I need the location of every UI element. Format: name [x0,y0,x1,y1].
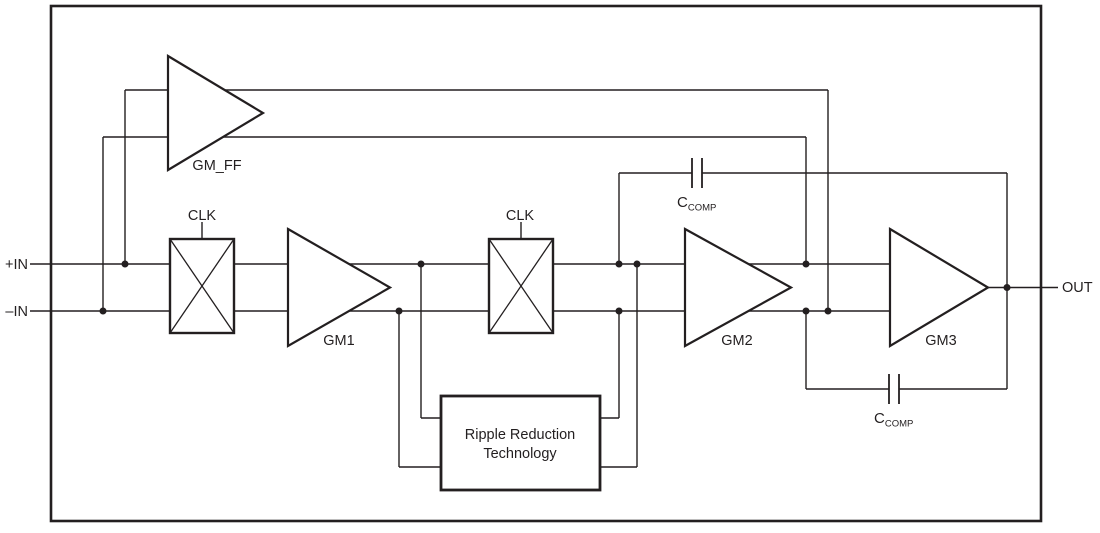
gmff-label: GM_FF [192,158,241,174]
ccomp-top-capacitor [691,158,703,188]
junction-dot [824,307,832,315]
gm2-amplifier [683,227,794,348]
gm3-amplifier [888,227,991,348]
junction-dot [615,260,623,268]
output-chopper [487,237,555,335]
input-neg-label: –IN [5,304,28,320]
junction-dot [633,260,641,268]
ccomp-top-sub: COMP [688,203,717,214]
ccomp-bottom-main: C [874,410,885,427]
clk2-label: CLK [506,208,535,224]
junction-dot [395,307,403,315]
junction-dot [802,260,810,268]
junction-dots [99,260,1011,315]
gm2-label: GM2 [721,333,752,349]
junction-dot [121,260,129,268]
gm1-label: GM1 [323,333,354,349]
ccomp-bottom-sub: COMP [885,419,914,430]
input-chopper [168,237,236,335]
device-boundary [49,4,1043,523]
ripple-box-label-line2: Technology [483,446,557,462]
output-label: OUT [1062,280,1093,296]
ccomp-top-label: CCOMP [677,194,716,214]
capacitors [691,158,900,404]
junction-dot [615,307,623,315]
junction-dot [99,307,107,315]
ripple-reduction-box [439,394,602,492]
ccomp-top-main: C [677,194,688,211]
junction-dot [1003,284,1011,291]
ccomp-bottom-label: CCOMP [874,410,913,430]
clk1-label: CLK [188,208,217,224]
ripple-box-label-line1: Ripple Reduction [465,427,575,443]
gmff-amplifier [166,54,266,172]
input-pos-label: +IN [5,257,28,273]
ccomp-bottom-capacitor [888,374,900,404]
gm3-label: GM3 [925,333,956,349]
junction-dot [802,307,810,315]
junction-dot [417,260,425,268]
gm1-amplifier [286,227,393,348]
